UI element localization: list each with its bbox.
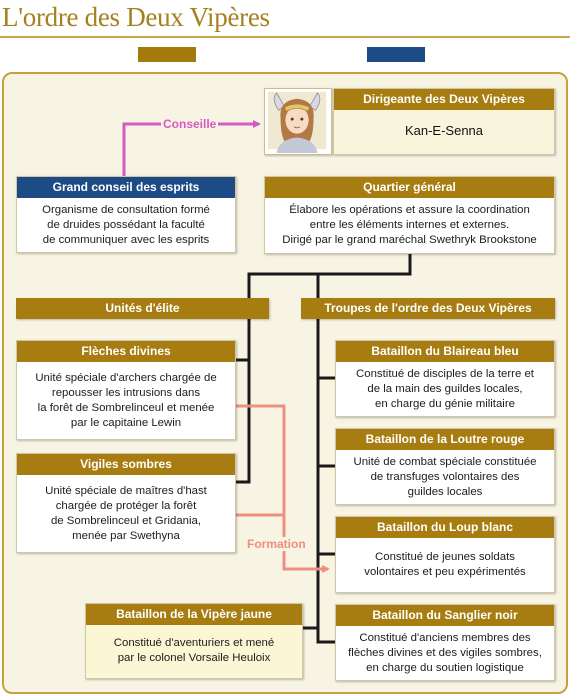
- dark-wardens-description: Unité spéciale de maîtres d'hast chargée…: [45, 485, 207, 542]
- red-otter-battalion-box: Bataillon de la Loutre rouge Unité de co…: [335, 428, 555, 505]
- elite-spine-line: [236, 318, 251, 484]
- training-label: Formation: [246, 537, 307, 551]
- black-boar-battalion-box: Bataillon du Sanglier noir Constitué d'a…: [335, 604, 555, 681]
- blue-badger-battalion-title: Bataillon du Blaireau bleu: [336, 341, 554, 362]
- divine-arrows-box: Flèches divines Unité spéciale d'archers…: [16, 340, 236, 440]
- leader-portrait: [264, 88, 332, 155]
- troops-header: Troupes de l'ordre des Deux Vipères: [301, 298, 555, 319]
- council-box: Grand conseil des esprits Organisme de c…: [16, 176, 236, 253]
- hq-box: Quartier général Élabore les opérations …: [264, 176, 555, 254]
- hq-description: Élabore les opérations et assure la coor…: [282, 204, 537, 246]
- white-wolf-battalion-description: Constitué de jeunes soldats volontaires …: [364, 551, 526, 578]
- red-otter-battalion-description: Unité de combat spéciale constituée de t…: [353, 456, 537, 498]
- advise-arrow: [122, 120, 261, 176]
- leader-box: Dirigeante des Deux Vipères Kan-E-Senna: [333, 88, 555, 155]
- council-description: Organisme de consultation formé de druid…: [42, 204, 210, 246]
- yellow-viper-battalion-title: Bataillon de la Vipère jaune: [86, 604, 302, 625]
- advise-label: Conseille: [161, 117, 219, 131]
- black-boar-battalion-description: Constitué d'anciens membres des flèches …: [348, 632, 542, 674]
- leader-title: Dirigeante des Deux Vipères: [334, 89, 554, 110]
- red-otter-battalion-title: Bataillon de la Loutre rouge: [336, 429, 554, 450]
- divine-arrows-description: Unité spéciale d'archers chargée de repo…: [35, 372, 217, 429]
- dark-wardens-box: Vigiles sombres Unité spéciale de maître…: [16, 453, 236, 553]
- leader-name: Kan-E-Senna: [404, 123, 484, 138]
- elite-units-header: Unités d'élite: [16, 298, 269, 319]
- hq-down-line: [247, 254, 412, 298]
- page-title: L'ordre des Deux Vipères: [2, 2, 270, 32]
- black-boar-battalion-title: Bataillon du Sanglier noir: [336, 605, 554, 626]
- hq-title: Quartier général: [265, 177, 554, 198]
- council-title: Grand conseil des esprits: [17, 177, 235, 198]
- title-divider: [0, 36, 570, 38]
- dark-wardens-title: Vigiles sombres: [17, 454, 235, 475]
- blue-badger-battalion-box: Bataillon du Blaireau bleu Constitué de …: [335, 340, 555, 417]
- blue-legend-marker: [367, 47, 425, 62]
- leader-portrait-icon: [267, 91, 327, 154]
- gold-legend-marker: [138, 47, 196, 62]
- yellow-viper-battalion-description: Constitué d'aventuriers et mené par le c…: [113, 637, 275, 664]
- blue-badger-battalion-description: Constitué de disciples de la terre et de…: [356, 368, 534, 410]
- yellow-viper-battalion-box: Bataillon de la Vipère jaune Constitué d…: [85, 603, 303, 679]
- white-wolf-battalion-box: Bataillon du Loup blanc Constitué de jeu…: [335, 516, 555, 593]
- white-wolf-battalion-title: Bataillon du Loup blanc: [336, 517, 554, 538]
- divine-arrows-title: Flèches divines: [17, 341, 235, 362]
- training-arrow: [236, 404, 330, 573]
- troops-spine-line: [316, 318, 335, 644]
